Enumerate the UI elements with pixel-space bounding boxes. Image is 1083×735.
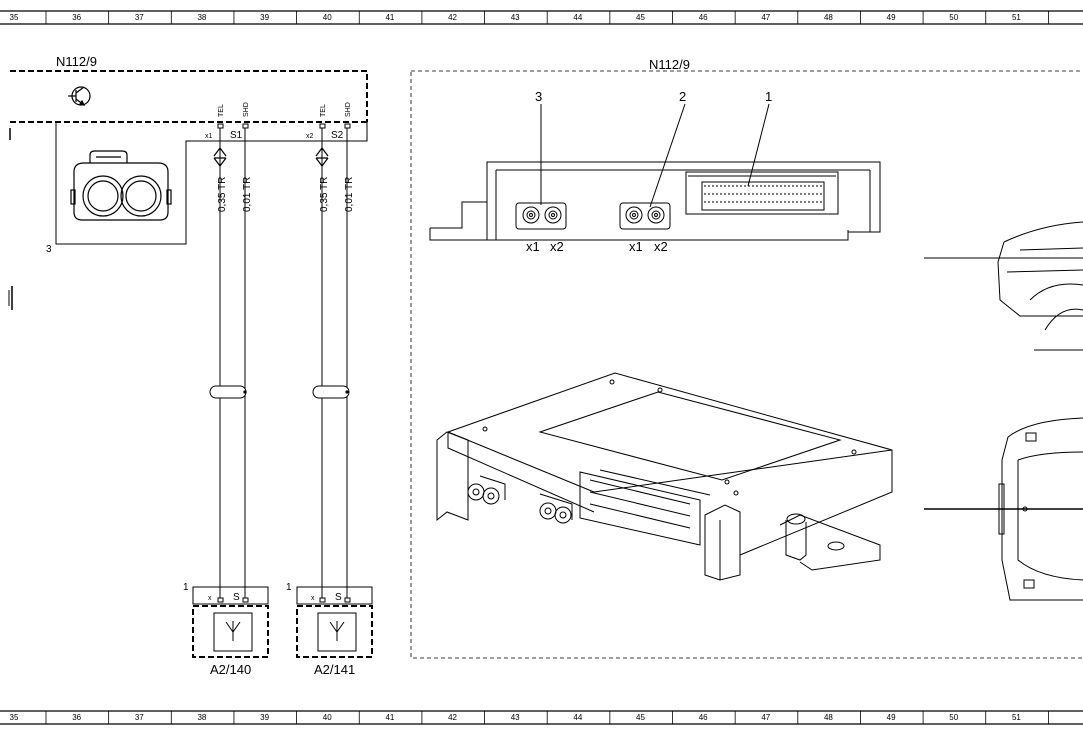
bottom-ruler-col-35: 35 [10, 713, 19, 722]
top-ruler-col-49: 49 [887, 13, 896, 22]
bottom-ruler-col-51: 51 [1012, 713, 1021, 722]
top-ruler-col-39: 39 [260, 13, 269, 22]
top-ruler-col-46: 46 [699, 13, 708, 22]
pin-stubs [217, 123, 351, 129]
antenna2-callout: 1 [286, 582, 292, 593]
antenna1-pin-x: x [208, 595, 212, 602]
top-ruler-col-43: 43 [511, 13, 520, 22]
top-ruler-col-48: 48 [824, 13, 833, 22]
vehicle-location-icon [924, 221, 1083, 601]
antenna1-callout: 1 [183, 582, 189, 593]
pin-x1-label: x1 [205, 133, 213, 140]
top-ruler [0, 10, 1083, 25]
antenna2-label: A2/141 [314, 662, 355, 677]
top-ruler-col-45: 45 [636, 13, 645, 22]
wire1-shield-label: 0,01 TR [242, 177, 253, 212]
top-ruler-col-51: 51 [1012, 13, 1021, 22]
antenna1-label: A2/140 [210, 662, 251, 677]
coax-connector-icons [213, 147, 329, 167]
pin1-tel-label: TEL [218, 104, 225, 117]
connector-callout: 3 [46, 244, 52, 255]
module-iso-view [436, 372, 893, 581]
bottom-ruler-col-44: 44 [573, 713, 582, 722]
pin-x2-label: x2 [306, 133, 314, 140]
bottom-ruler-col-47: 47 [761, 713, 770, 722]
antenna2-pin-x: x [311, 595, 315, 602]
bottom-ruler-col-39: 39 [260, 713, 269, 722]
wire2-shield-label: 0,01 TR [344, 177, 355, 212]
detail-callout-3: 3 [535, 89, 542, 104]
top-ruler-col-40: 40 [323, 13, 332, 22]
wire2-signal-label: 0,35 TR [319, 177, 330, 212]
bottom-ruler [0, 710, 1083, 725]
bottom-ruler-col-48: 48 [824, 713, 833, 722]
bottom-ruler-col-46: 46 [699, 713, 708, 722]
bottom-ruler-col-37: 37 [135, 713, 144, 722]
antenna-a2-141 [296, 586, 373, 658]
top-ruler-labels: 35 36 37 38 39 40 41 42 43 44 45 46 47 48 49 50 51 [10, 13, 1022, 22]
bottom-ruler-col-45: 45 [636, 713, 645, 722]
top-ruler-col-42: 42 [448, 13, 457, 22]
conn-b-x1-label: x1 [629, 239, 643, 254]
top-ruler-col-36: 36 [72, 13, 81, 22]
bottom-ruler-col-36: 36 [72, 713, 81, 722]
pin2-tel-label: TEL [320, 104, 327, 117]
antenna-a2-140 [192, 586, 269, 658]
shield-ovals [209, 385, 350, 399]
top-ruler-col-37: 37 [135, 13, 144, 22]
bottom-ruler-col-43: 43 [511, 713, 520, 722]
top-ruler-col-41: 41 [385, 13, 394, 22]
bottom-ruler-col-50: 50 [949, 713, 958, 722]
bottom-ruler-labels: 35 36 37 38 39 40 41 42 43 44 45 46 47 48 49 50 51 [10, 713, 1022, 722]
detail-frame [410, 70, 1083, 659]
bottom-ruler-col-41: 41 [385, 713, 394, 722]
bottom-ruler-col-38: 38 [197, 713, 206, 722]
conn-a-x1-label: x1 [526, 239, 540, 254]
top-ruler-col-38: 38 [197, 13, 206, 22]
wire-bundle [219, 128, 348, 598]
schematic-module-label: N112/9 [56, 54, 97, 69]
bottom-ruler-col-49: 49 [887, 713, 896, 722]
connector-housing-icon [70, 150, 172, 221]
bottom-ruler-col-40: 40 [323, 713, 332, 722]
bottom-ruler-col-42: 42 [448, 713, 457, 722]
transistor-icon [68, 86, 91, 106]
schematic-module-box [8, 70, 368, 310]
module-side-view [429, 161, 881, 241]
detail-callout-2: 2 [679, 89, 686, 104]
detail-module-label: N112/9 [649, 57, 690, 72]
top-ruler-col-35: 35 [10, 13, 19, 22]
wire1-signal-label: 0,35 TR [217, 177, 228, 212]
top-ruler-col-44: 44 [573, 13, 582, 22]
detail-callout-1: 1 [765, 89, 772, 104]
pin-s2-label: S2 [331, 130, 344, 141]
top-ruler-col-50: 50 [949, 13, 958, 22]
callout-leaders [540, 103, 770, 208]
antenna2-pin-s: S [335, 592, 342, 603]
antenna1-pin-s: S [233, 592, 240, 603]
pin-s1-label: S1 [230, 130, 243, 141]
conn-b-x2-label: x2 [654, 239, 668, 254]
top-ruler-col-47: 47 [761, 13, 770, 22]
pin1-shd-label: SHD [243, 102, 250, 117]
pin2-shd-label: SHD [345, 102, 352, 117]
conn-a-x2-label: x2 [550, 239, 564, 254]
